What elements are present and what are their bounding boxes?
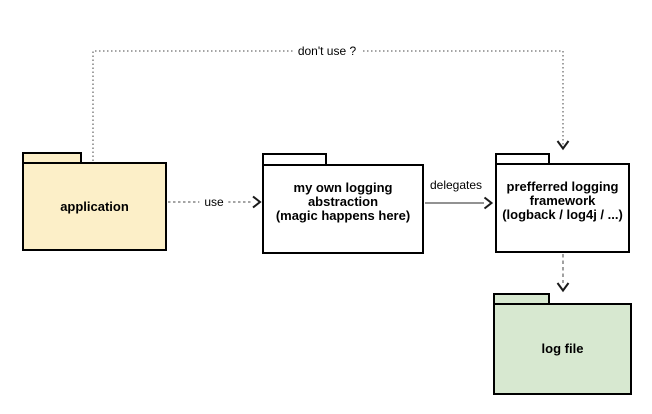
edge-delegates — [425, 196, 494, 210]
arrowhead-down-icon — [556, 282, 570, 293]
folder-body: prefferred logging framework (logback / … — [495, 163, 630, 253]
edge-framework-to-logfile — [556, 254, 570, 293]
edge-label-use: use — [199, 195, 229, 209]
node-label-line: my own logging — [293, 180, 393, 195]
node-label-line: prefferred logging — [506, 179, 619, 194]
folder-tab — [495, 153, 550, 165]
node-label-line: (magic happens here) — [275, 208, 411, 223]
node-label: application — [60, 198, 129, 214]
node-label-line: framework — [529, 193, 596, 208]
edge-label-dont-use: don't use ? — [292, 44, 362, 58]
edge-label-delegates: delegates — [427, 178, 485, 192]
folder-body: my own logging abstraction (magic happen… — [262, 164, 424, 254]
folder-tab — [22, 152, 82, 164]
node-logging-abstraction[interactable]: my own logging abstraction (magic happen… — [262, 153, 424, 254]
arrowhead-right-icon — [483, 196, 494, 210]
node-label-line: abstraction — [307, 194, 379, 209]
folder-body: log file — [493, 303, 632, 395]
arrowhead-down-icon — [556, 140, 570, 151]
folder-tab — [262, 153, 327, 166]
folder-tab — [493, 293, 550, 305]
node-label: log file — [541, 341, 584, 356]
node-label-line: (logback / log4j / ...) — [502, 207, 623, 222]
folder-body: application — [22, 162, 167, 251]
node-log-file[interactable]: log file — [493, 293, 632, 395]
node-logging-framework[interactable]: prefferred logging framework (logback / … — [495, 153, 630, 253]
edge-dont-use — [92, 50, 570, 161]
arrowhead-right-icon — [252, 195, 262, 209]
node-application[interactable]: application — [22, 152, 167, 253]
